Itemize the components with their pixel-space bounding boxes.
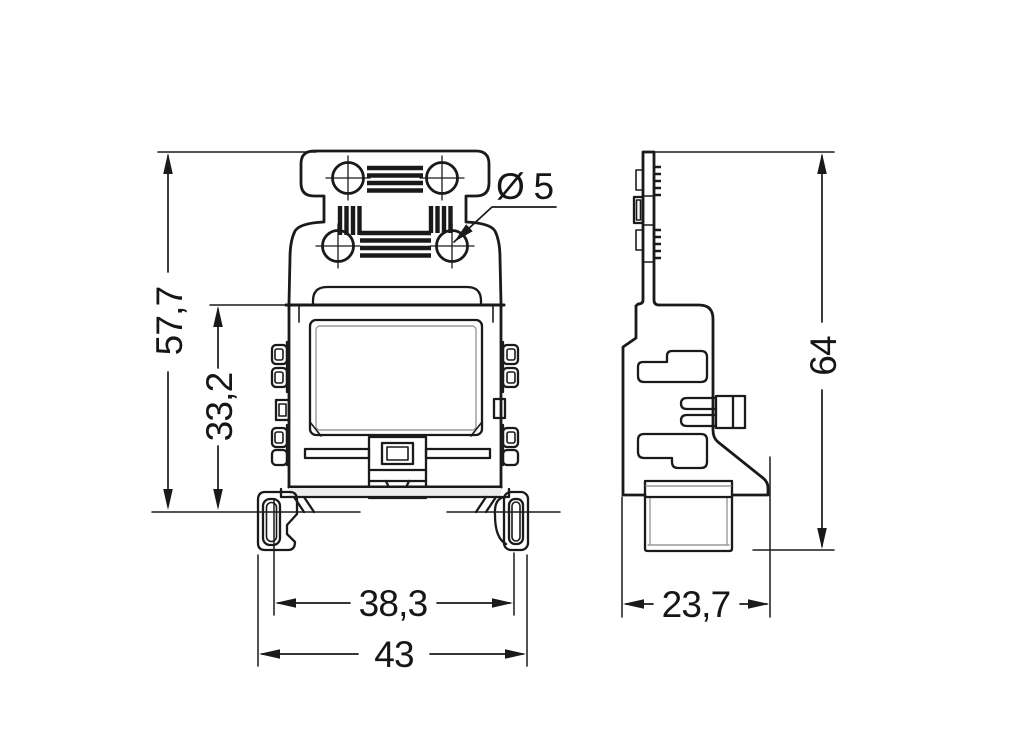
dimension-hole-diameter: Ø 5 [453, 166, 557, 243]
front-view [256, 149, 530, 552]
extension-lines [151, 151, 835, 667]
dimension-front-total-width: 43 [259, 634, 526, 675]
tab-outline [287, 149, 503, 305]
body-wall-ticks [298, 304, 494, 323]
dimension-front-body-height: 33,2 [199, 306, 240, 510]
foot-right-hook [493, 495, 508, 546]
foot-left [256, 490, 299, 552]
dim-label-38-3: 38,3 [359, 583, 428, 624]
bottom-plate [279, 487, 511, 499]
dim-label-hole-diameter: Ø 5 [496, 166, 553, 207]
terminal-body [270, 303, 520, 514]
dim-label-43: 43 [374, 634, 414, 675]
side-clips-right [492, 340, 520, 467]
dimension-side-depth: 23,7 [623, 584, 769, 625]
tab-inner-cap [311, 285, 483, 307]
side-body [621, 303, 770, 497]
ledge-right [424, 447, 492, 460]
side-body-outline-left [621, 304, 647, 497]
dimension-front-total-height: 57,7 [149, 153, 190, 510]
dimension-side-total-height: 64 [803, 153, 844, 549]
foot-left-slot-inner [265, 501, 278, 543]
dim-label-57-7: 57,7 [149, 287, 190, 356]
foot-right-slot [507, 497, 525, 546]
body-window-lip [315, 325, 477, 431]
body-side-walls [287, 303, 503, 489]
hatch-bars-lower [360, 230, 431, 258]
side-pawl [679, 394, 747, 430]
hatch-bars-left-vertical [337, 206, 362, 235]
side-foot-outline [643, 479, 734, 553]
window-corner-chamfers [309, 421, 483, 437]
release-latch [367, 435, 428, 500]
side-wall-lugs [632, 169, 645, 251]
side-wall [632, 150, 661, 308]
dim-label-33-2: 33,2 [199, 373, 240, 442]
body-window [308, 318, 484, 437]
dim-label-23-7: 23,7 [662, 584, 731, 625]
support-tabs [292, 495, 498, 514]
hatch-bars-upper [367, 165, 423, 193]
side-wall-teeth [654, 165, 661, 260]
side-din-foot [643, 479, 734, 553]
mounting-tab [287, 149, 503, 307]
foot-left-slot [261, 497, 282, 547]
din-feet [256, 490, 530, 552]
side-clips-left [270, 340, 291, 467]
side-body-outline-right [657, 303, 770, 497]
side-wall-divisions [642, 195, 655, 263]
side-cutout-upper [636, 349, 709, 384]
side-cutout-lower [636, 432, 709, 470]
ledge-left [303, 447, 371, 460]
dimensions: 57,7 33,2 Ø 5 38,3 43 [149, 151, 844, 675]
dimension-front-inner-width: 38,3 [275, 583, 513, 624]
dim-label-64: 64 [803, 336, 844, 376]
side-view [621, 150, 770, 553]
foot-right-slot-inner [511, 501, 521, 542]
hatch-bars-right-vertical [428, 206, 453, 233]
foot-right [502, 490, 530, 552]
